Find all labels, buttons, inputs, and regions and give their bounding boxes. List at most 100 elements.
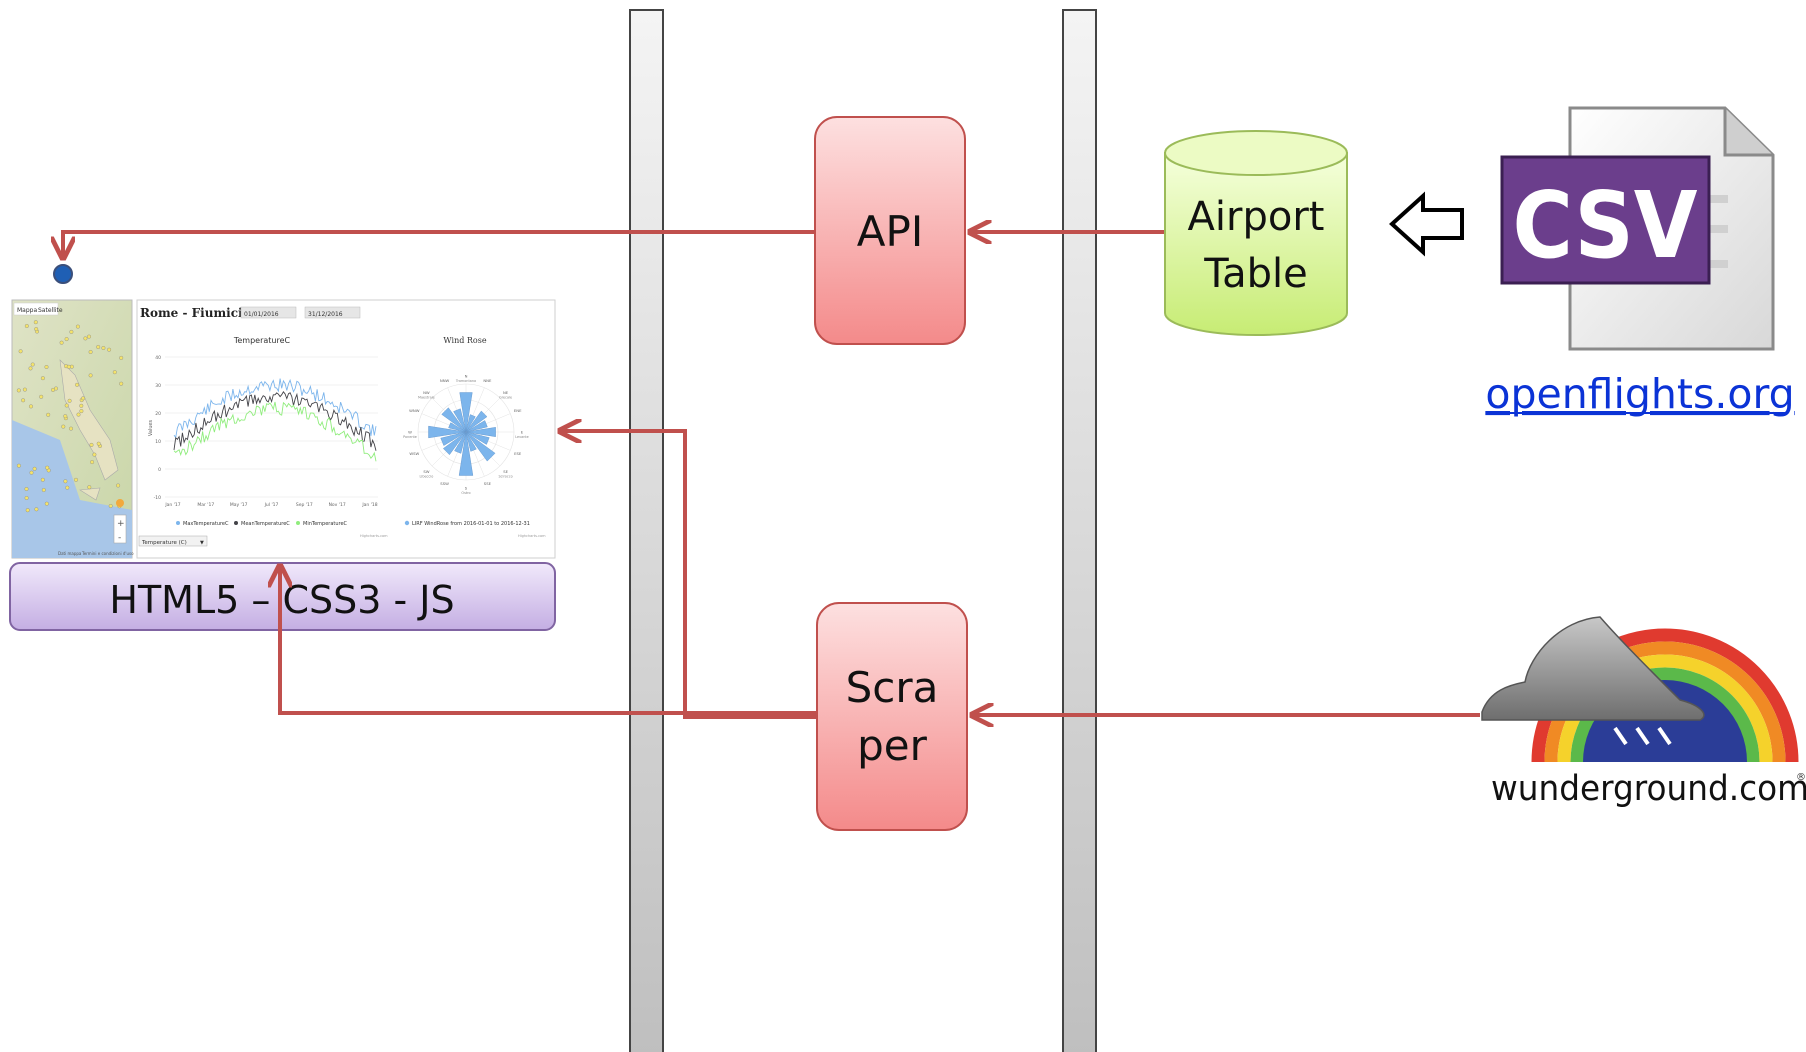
airport-marker[interactable] — [76, 412, 81, 417]
legend-marker-mean — [234, 521, 238, 525]
airport-marker[interactable] — [75, 382, 80, 387]
arrow-api-to-map — [63, 230, 815, 258]
airport-marker[interactable] — [86, 334, 91, 339]
map-tab-mappa[interactable]: Mappa — [17, 307, 37, 314]
temperature-legend: MaxTemperatureC MeanTemperatureC MinTemp… — [176, 521, 348, 527]
airport-marker[interactable] — [34, 507, 39, 512]
arrow-scraper-to-client — [280, 566, 817, 715]
legend-marker-min — [296, 521, 300, 525]
x-tick-label: Jan '18 — [361, 502, 377, 508]
airport-marker[interactable] — [75, 324, 80, 329]
airport-marker[interactable] — [79, 409, 84, 414]
chevron-down-icon[interactable]: ▼ — [200, 540, 204, 546]
airport-marker[interactable] — [44, 501, 49, 506]
airport-marker[interactable] — [30, 362, 35, 367]
airport-marker[interactable] — [64, 403, 69, 408]
wind-direction-label: SE — [503, 469, 508, 474]
airport-marker[interactable] — [67, 398, 72, 403]
airport-marker[interactable] — [29, 470, 34, 475]
airport-marker[interactable] — [34, 327, 39, 332]
airport-marker[interactable] — [16, 388, 21, 393]
map-sea — [12, 420, 132, 558]
airport-marker[interactable] — [33, 320, 38, 325]
airport-marker[interactable] — [24, 496, 29, 501]
airport-marker[interactable] — [29, 404, 34, 409]
airport-marker[interactable] — [107, 347, 112, 352]
airport-marker[interactable] — [96, 345, 101, 350]
wunderground-logo: wunderground.com ® — [1481, 616, 1806, 809]
airport-marker[interactable] — [79, 403, 84, 408]
map-zoom-control[interactable] — [113, 514, 127, 544]
zoom-out-icon[interactable]: - — [118, 533, 121, 543]
airport-marker[interactable] — [61, 424, 66, 429]
airport-marker[interactable] — [116, 483, 121, 488]
airport-marker[interactable] — [65, 485, 70, 490]
wind-name-label: Ponente — [403, 435, 417, 439]
csv-line-2 — [1700, 225, 1728, 233]
airport-marker[interactable] — [119, 355, 124, 360]
wind-direction-label: NNE — [483, 378, 492, 383]
airport-marker[interactable] — [87, 485, 92, 490]
airport-marker[interactable] — [119, 381, 124, 386]
airport-marker[interactable] — [40, 477, 45, 482]
wind-name-label: Maestrale — [418, 395, 435, 399]
zoom-in-icon[interactable]: + — [117, 519, 125, 529]
airport-marker[interactable] — [21, 398, 26, 403]
airport-marker[interactable] — [59, 340, 64, 345]
airport-marker[interactable] — [83, 336, 88, 341]
airport-marker[interactable] — [92, 452, 97, 457]
airport-marker[interactable] — [45, 465, 50, 470]
airport-marker[interactable] — [112, 370, 117, 375]
airport-marker[interactable] — [63, 479, 68, 484]
airport-marker[interactable] — [90, 460, 95, 465]
airport-marker[interactable] — [28, 366, 33, 371]
airport-marker[interactable] — [69, 329, 74, 334]
airport-marker[interactable] — [88, 350, 93, 355]
wind-rose-petal — [465, 431, 490, 445]
airport-marker[interactable] — [22, 387, 27, 392]
airport-marker[interactable] — [88, 373, 93, 378]
airport-marker[interactable] — [51, 387, 56, 392]
api-label: API — [857, 207, 923, 256]
airport-marker[interactable] — [44, 365, 49, 370]
legend-min: MinTemperatureC — [303, 521, 348, 527]
airport-marker[interactable] — [73, 477, 78, 482]
measure-select[interactable] — [138, 535, 208, 547]
wind-direction-label: E — [521, 430, 524, 435]
airport-marker[interactable] — [46, 412, 51, 417]
openflights-link[interactable]: openflights.org — [1485, 370, 1794, 418]
client-dashboard: Mappa Satellite + - Dati mappa Termini e… — [11, 299, 556, 559]
airport-marker[interactable] — [108, 504, 113, 509]
airport-marker[interactable] — [24, 324, 29, 329]
wind-rose-petal — [454, 431, 467, 454]
airport-marker[interactable] — [39, 394, 44, 399]
map-tab-satellite[interactable]: Satellite — [38, 307, 63, 314]
csv-page-fold — [1723, 108, 1773, 157]
airport-marker[interactable] — [68, 426, 73, 431]
airport-marker[interactable] — [40, 376, 45, 381]
airport-marker[interactable] — [32, 466, 37, 471]
pegman-icon[interactable] — [116, 499, 124, 507]
separator-bar-left — [629, 9, 664, 1052]
airport-table-database: Airport Table — [1164, 130, 1348, 336]
y-tick-label: 40 — [155, 355, 161, 361]
temperature-chart-title: TemperatureC — [233, 336, 291, 345]
date-to-input[interactable] — [304, 306, 361, 319]
wind-name-label: Ostro — [461, 491, 470, 495]
series-max-line — [173, 378, 377, 439]
airport-marker[interactable] — [25, 508, 30, 513]
date-from-input[interactable] — [240, 306, 297, 319]
airport-marker[interactable] — [63, 414, 68, 419]
airport-marker[interactable] — [16, 463, 21, 468]
airport-marker[interactable] — [64, 337, 69, 342]
airport-marker[interactable] — [66, 364, 71, 369]
airport-marker[interactable] — [24, 487, 29, 492]
airport-marker[interactable] — [81, 396, 86, 401]
airport-marker[interactable] — [89, 442, 94, 447]
airport-marker[interactable] — [101, 346, 106, 351]
airport-marker[interactable] — [96, 441, 101, 446]
wind-name-label: Tramontana — [455, 379, 476, 383]
airport-marker[interactable] — [18, 349, 23, 354]
airport-marker[interactable] — [41, 488, 46, 493]
rain-drop-1 — [1613, 726, 1628, 746]
